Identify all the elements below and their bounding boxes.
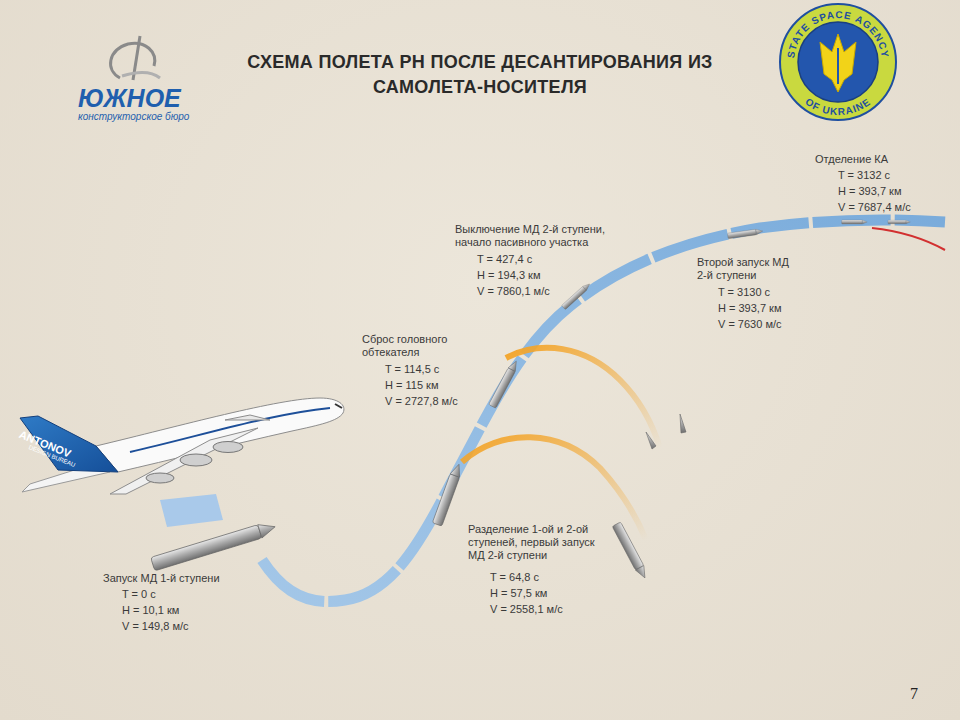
event-annotation: V = 2727,8 м/с bbox=[385, 395, 458, 408]
event-annotation: Разделение 1-ой и 2-ой ступеней, первый … bbox=[468, 523, 610, 562]
organization-name: ЮЖНОЕ bbox=[78, 84, 208, 112]
rocket-stages bbox=[432, 220, 910, 580]
event-annotation: H = 393,7 км bbox=[718, 302, 781, 315]
page-number: 7 bbox=[910, 685, 930, 703]
event-annotation: T = 114,5 с bbox=[385, 363, 439, 376]
event-annotation: V = 149,8 м/с bbox=[122, 620, 189, 633]
event-annotation: V = 7630 м/с bbox=[718, 318, 782, 331]
event-annotation: Запуск МД 1-й ступени bbox=[103, 572, 253, 585]
event-annotation: Второй запуск МД 2-й ступени bbox=[697, 256, 801, 282]
event-annotation: V = 7687,4 м/с bbox=[838, 201, 911, 214]
emblem-text: STATE SPACE AGENCY bbox=[785, 9, 891, 59]
event-annotation: H = 393,7 км bbox=[838, 185, 901, 198]
event-annotation: T = 0 с bbox=[122, 588, 156, 601]
event-annotation: H = 57,5 км bbox=[490, 587, 547, 600]
event-annotation: Отделение КА bbox=[815, 153, 925, 166]
kb-logo-symbol bbox=[111, 36, 160, 80]
event-annotation: V = 2558,1 м/с bbox=[490, 603, 563, 616]
event-annotation: V = 7860,1 м/с bbox=[477, 285, 550, 298]
event-annotation: T = 64,8 с bbox=[490, 571, 539, 584]
event-annotation: Выключение МД 2-й ступени, начало пасивн… bbox=[455, 223, 631, 249]
event-annotation: Сброс головного обтекателя bbox=[362, 333, 480, 359]
event-annotation: T = 3130 с bbox=[718, 286, 770, 299]
agency-emblem bbox=[780, 4, 896, 120]
dropped-rocket bbox=[151, 494, 278, 571]
event-annotation: T = 427,4 с bbox=[477, 253, 532, 266]
event-annotation: T = 3132 с bbox=[838, 169, 890, 182]
event-annotation: H = 115 км bbox=[385, 379, 438, 392]
trajectory bbox=[262, 220, 945, 602]
organization-subtitle: конструкторское бюро bbox=[78, 110, 208, 123]
event-annotation: H = 10,1 км bbox=[122, 604, 179, 617]
diagram-title: СХЕМА ПОЛЕТА РН ПОСЛЕ ДЕСАНТИРОВАНИЯ ИЗ … bbox=[228, 50, 732, 100]
emblem-text: OF UKRAINE bbox=[803, 96, 872, 117]
event-annotation: H = 194,3 км bbox=[477, 269, 540, 282]
